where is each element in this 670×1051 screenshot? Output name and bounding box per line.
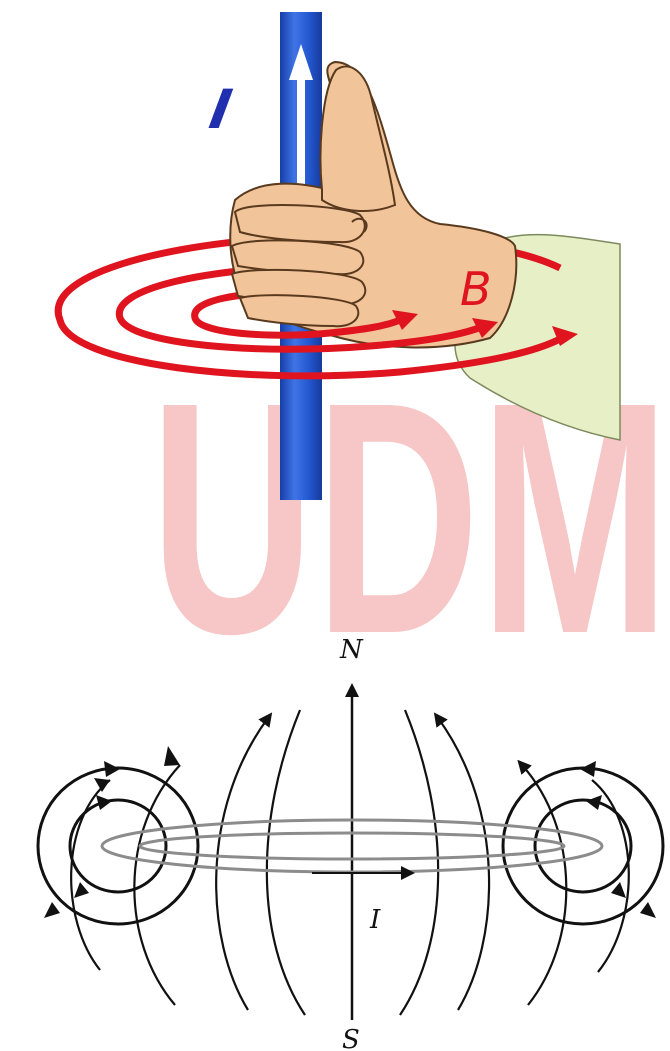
field-lines-left [71, 710, 305, 1015]
south-label: S [342, 1025, 360, 1051]
right-hand-rule-diagram: I B [0, 0, 670, 520]
field-loops-left [38, 768, 198, 924]
field-label: B [460, 262, 492, 316]
field-loops-right [503, 768, 663, 924]
current-loop-field-diagram: N S I [0, 620, 670, 1051]
north-label: N [339, 635, 364, 665]
field-lines-right [400, 710, 629, 1015]
loop-current-label: I [369, 905, 381, 935]
current-label: I [205, 77, 236, 141]
